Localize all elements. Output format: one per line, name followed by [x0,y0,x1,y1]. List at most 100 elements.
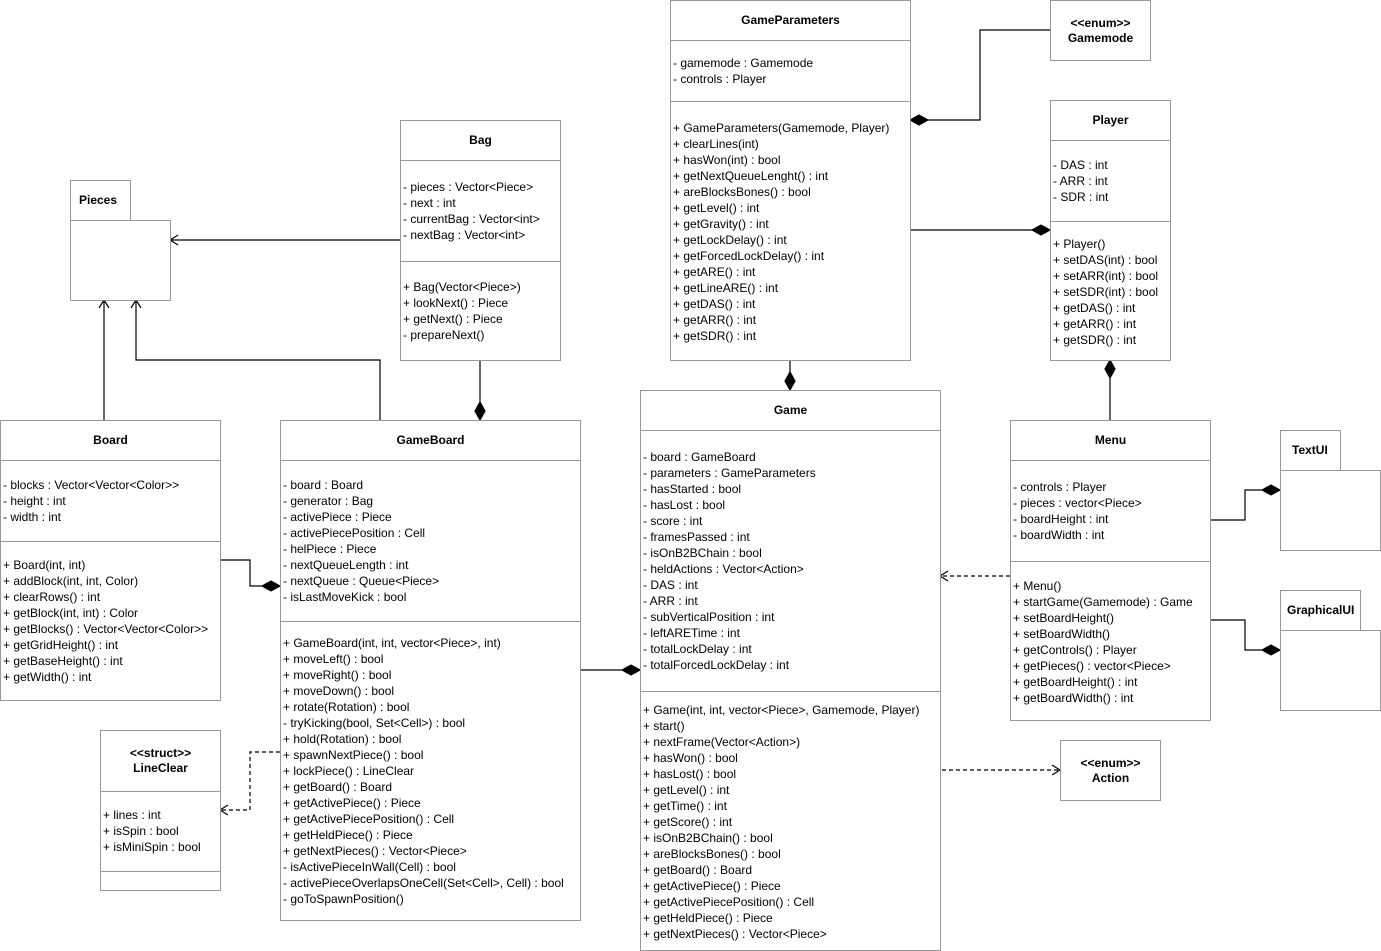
arrowhead [130,298,142,309]
gameboard-pieces-association [135,300,381,420]
attribute: - nextQueue : Queue<Piece> [283,574,440,588]
method: + getBoardHeight() : int [1013,675,1138,689]
method: + getLevel() : int [643,783,730,797]
method: + getBoard() : Board [283,780,393,794]
method: + getForcedLockDelay() : int [673,249,825,263]
attribute: - totalForcedLockDelay : int [643,658,790,672]
board-methods: + Board(int, int)+ addBlock(int, int, Co… [1,541,220,685]
menu-class[interactable]: Menu - controls : Player- pieces : vecto… [1010,420,1211,721]
lineclear-struct[interactable]: <<struct>> LineClear + lines : int+ isSp… [100,730,221,891]
pieces-package-name: Pieces [79,193,118,207]
action-enum[interactable]: <<enum>> Action [1060,740,1161,801]
gameboard-board-composition [220,559,262,587]
bag-name: Bag [469,133,492,147]
pieces-package-body[interactable] [70,220,171,301]
arrowhead [1051,764,1062,776]
attribute: - height : int [3,494,66,508]
method: + lockPiece() : LineClear [283,764,415,778]
attribute: + lines : int [103,808,161,822]
gamemode-enum[interactable]: <<enum>> Gamemode [1050,0,1151,61]
method: + getNextPieces() : Vector<Piece> [643,927,827,941]
method: + setARR(int) : bool [1053,269,1159,283]
method: - tryKicking(bool, Set<Cell>) : bool [283,716,466,730]
method: + getLineARE() : int [673,281,779,295]
board-name: Board [93,433,128,447]
attribute: - DAS : int [643,578,698,592]
method: + getActivePiecePosition() : Cell [283,812,455,826]
method: + getSDR() : int [673,329,757,343]
gameboard-attributes: - board : Board- generator : Bag- active… [281,477,580,605]
menu-methods: + Menu()+ startGame(Gamemode) : Game+ se… [1011,561,1210,706]
method: + getPieces() : vector<Piece> [1013,659,1171,673]
bag-class[interactable]: Bag - pieces : Vector<Piece>- next : int… [400,120,561,361]
method: + getControls() : Player [1013,643,1137,657]
method: + lookNext() : Piece [403,296,509,310]
method: + GameBoard(int, int, vector<Piece>, int… [283,636,501,650]
lineclear-name: LineClear [133,761,188,775]
method: + getHeldPiece() : Piece [643,911,773,925]
method: + spawnNextPiece() : bool [283,748,424,762]
method: + getNext() : Piece [403,312,503,326]
attribute: - generator : Bag [283,494,374,508]
attribute: - hasLost : bool [643,498,726,512]
method: + clearRows() : int [3,590,101,604]
textui-package-body[interactable] [1280,470,1381,551]
board-class[interactable]: Board - blocks : Vector<Vector<Color>> - … [0,420,221,701]
method: + hasWon(int) : bool [673,153,781,167]
method: + setDAS(int) : bool [1053,253,1158,267]
method: + setSDR(int) : bool [1053,285,1159,299]
composition-diamond [908,114,930,126]
method: + getLockDelay() : int [673,233,787,247]
composition-diamond [1030,224,1052,236]
attribute: - boardWidth : int [1013,528,1105,542]
method: + getHeldPiece() : Piece [283,828,413,842]
textui-package-tab[interactable]: TextUI [1280,430,1341,471]
game-class[interactable]: Game - board : GameBoard- parameters : G… [640,390,941,951]
gameparameters-class[interactable]: GameParameters - gamemode : Gamemode- co… [670,0,911,361]
method: + hold(Rotation) : bool [283,732,402,746]
composition-diamond [784,370,796,392]
composition-diamond [260,580,282,592]
method: + areBlocksBones() : bool [643,847,781,861]
method: + getWidth() : int [3,670,92,684]
gamemode-stereotype: <<enum>> [1070,15,1131,30]
method: + getBlock(int, int) : Color [3,606,139,620]
gameboard-class[interactable]: GameBoard - board : Board- generator : B… [280,420,581,921]
action-name: Action [1091,770,1130,785]
method: + getDAS() : int [1053,301,1136,315]
method: + moveDown() : bool [283,684,395,698]
arrowhead [168,234,179,246]
graphicalui-package-tab[interactable]: GraphicalUI [1280,590,1361,631]
method: + getBoardWidth() : int [1013,691,1134,705]
game-methods: + Game(int, int, vector<Piece>, Gamemode… [641,691,940,942]
player-name: Player [1092,113,1129,127]
attribute: - score : int [643,514,703,528]
composition-diamond [1260,484,1282,496]
method: + clearLines(int) [673,137,759,151]
graphicalui-package-name: GraphicalUI [1287,603,1355,617]
attribute: - currentBag : Vector<int> [403,212,540,226]
menu-attributes: - controls : Player- pieces : vector<Pie… [1011,479,1210,543]
method: + getActivePiecePosition() : Cell [643,895,815,909]
attribute: - ARR : int [643,594,698,608]
action-stereotype: <<enum>> [1080,755,1141,770]
attribute: - blocks : Vector<Vector<Color>> [3,478,180,492]
gameparameters-name: GameParameters [741,13,840,27]
method: + start() [643,719,685,733]
method: + getNextPieces() : Vector<Piece> [283,844,467,858]
method: + getActivePiece() : Piece [283,796,421,810]
lineclear-stereotype: <<struct>> [129,746,192,760]
gameboard-methods: + GameBoard(int, int, vector<Piece>, int… [281,621,580,907]
composition-diamond [474,400,486,422]
graphicalui-package-body[interactable] [1280,630,1381,711]
method: + getNextQueueLenght() : int [673,169,829,183]
method: + getGridHeight() : int [3,638,119,652]
method: + getBlocks() : Vector<Vector<Color>> [3,622,209,636]
pieces-package-tab[interactable]: Pieces [70,180,131,221]
menu-name: Menu [1094,433,1127,447]
method: + Bag(Vector<Piece>) [403,280,521,294]
attribute: - helPiece : Piece [283,542,377,556]
player-class[interactable]: Player - DAS : int- ARR : int- SDR : int… [1050,100,1171,361]
attribute: - parameters : GameParameters [643,466,816,480]
player-attributes: - DAS : int- ARR : int- SDR : int [1051,157,1170,205]
